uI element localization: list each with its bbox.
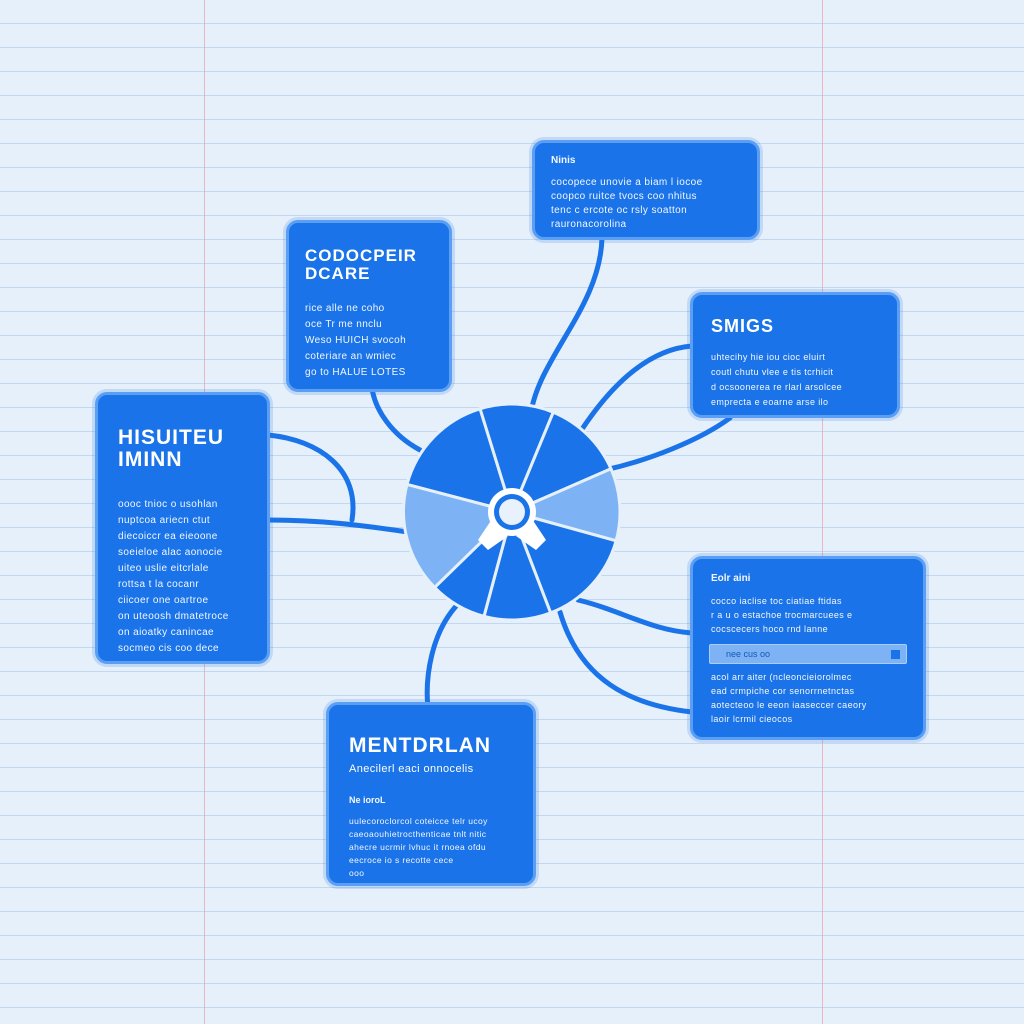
node-upper-left[interactable]: CODOCPEIR DCARE rice alle ne coho oce Tr… — [286, 220, 452, 392]
node-title: MENTDRLAN — [349, 734, 491, 757]
node-title: HISUITEU IMINN — [118, 426, 225, 472]
node-title: CODOCPEIR DCARE — [305, 246, 417, 283]
search-button[interactable] — [891, 650, 900, 659]
node-subtitle: Anecilerl eaci onnocelis — [349, 763, 474, 776]
node-right-top[interactable]: SMIGS uhtecihy hie iou cioc eluirt coutl… — [690, 292, 900, 418]
hub-pie — [402, 402, 622, 622]
connector-right-top-b — [602, 415, 733, 473]
connector-right-bottom-a — [575, 597, 695, 636]
connector-right-top-a — [572, 343, 695, 443]
node-right-bottom[interactable]: Eolr aini cocco iaclise toc ciatiae ftid… — [690, 556, 926, 740]
connector-left-a — [265, 517, 411, 535]
node-label: Eolr aini — [711, 573, 751, 584]
node-body-top: cocco iaclise toc ciatiae ftidas r a u o… — [711, 596, 853, 634]
node-body: cocopece unovie a biam l iocoe coopco ru… — [551, 177, 703, 230]
connector-bottom — [424, 597, 465, 711]
node-body-bottom: acol arr aiter (ncleoncieiorolmec ead cr… — [711, 672, 867, 724]
node-body: uulecoroclorcol coteicce telr ucoy caeoa… — [349, 816, 488, 879]
node-bottom[interactable]: MENTDRLAN Anecilerl eaci onnocelis Ne io… — [326, 702, 536, 886]
node-left[interactable]: HISUITEU IMINN oooc tnioc o usohlan nupt… — [95, 392, 270, 664]
node-body: rice alle ne coho oce Tr me nnclu Weso H… — [305, 302, 407, 378]
node-label: Ne ioroL — [349, 795, 386, 806]
gear-icon — [478, 488, 546, 550]
margin-line-right — [822, 0, 823, 1024]
connector-upper-left — [369, 385, 423, 453]
node-body: oooc tnioc o usohlan nuptcoa ariecn ctut… — [118, 499, 229, 655]
search-input[interactable]: nee cus oo — [709, 644, 907, 664]
connector-top-right — [527, 235, 605, 423]
node-label: Ninis — [551, 155, 576, 166]
connector-right-bottom-b — [557, 609, 695, 715]
node-top-right[interactable]: Ninis cocopece unovie a biam l iocoe coo… — [532, 140, 760, 240]
connector-left-b — [265, 432, 356, 523]
node-title: SMIGS — [711, 316, 775, 336]
node-body: uhtecihy hie iou cioc eluirt coutl chutu… — [711, 351, 843, 407]
